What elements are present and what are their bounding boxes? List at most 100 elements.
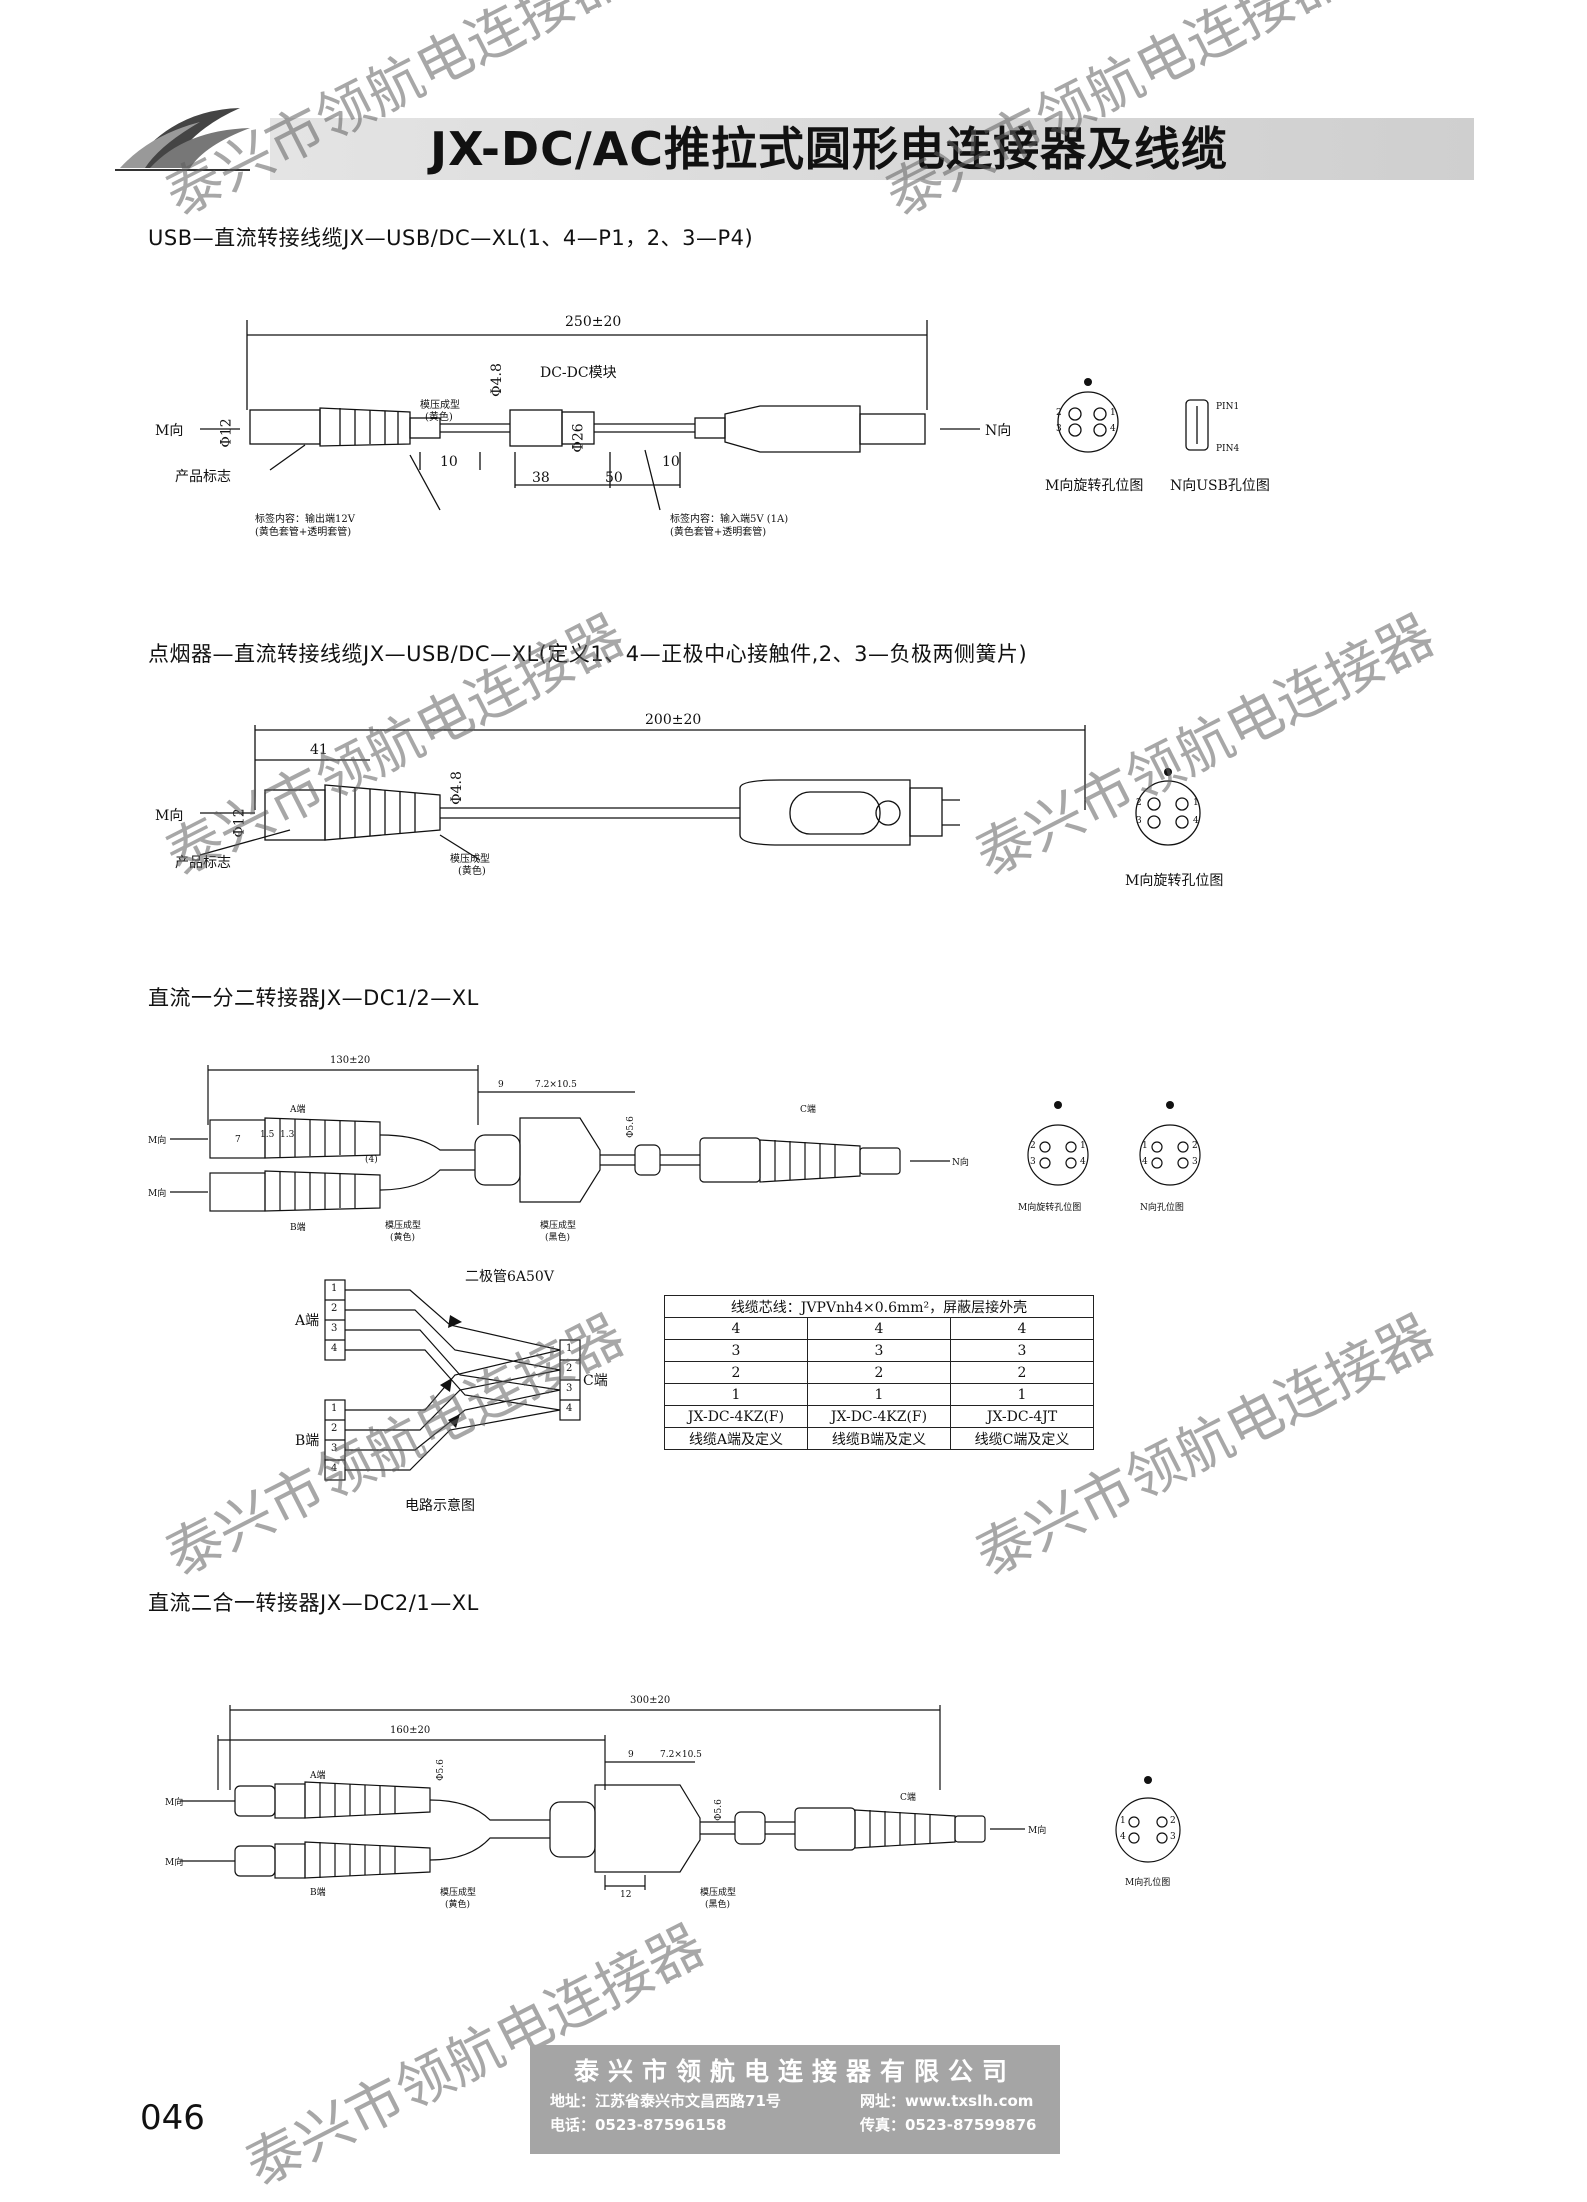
table-cell: 4 (950, 1317, 1094, 1340)
label-overmold-yellow-color: (黄色) (390, 1233, 416, 1243)
table-cell: 2 (807, 1361, 951, 1384)
label-output-content: 标签内容：输出端12V (255, 514, 355, 525)
dim-length: 130±20 (330, 1055, 371, 1066)
label-overmold-black-color: (黑色) (545, 1233, 571, 1243)
table-row: 3 3 3 (664, 1339, 1094, 1362)
label-product-mark: 产品标志 (175, 855, 231, 871)
pin-label: 3 (1030, 1157, 1036, 1167)
table-cell: 线缆C端及定义 (950, 1427, 1094, 1450)
table-cell: 3 (807, 1339, 951, 1362)
dim-length: 300±20 (630, 1695, 671, 1706)
circuit-pin: 1 (331, 1403, 338, 1414)
dim-4: (4) (365, 1155, 378, 1165)
caption-m-rotation: M向旋转孔位图 (1045, 478, 1144, 494)
section-title-merge: 直流二合一转接器JX—DC2/1—XL (148, 1591, 479, 1615)
label-overmold-yellow: 模压成型 (385, 1221, 422, 1231)
footer-website: 网址：www.txslh.com (860, 2092, 1034, 2110)
label-end-c: C端 (800, 1105, 816, 1115)
caption-m-rotation: M向旋转孔位图 (1125, 873, 1224, 889)
dim-length: 200±20 (645, 712, 702, 728)
label-n-direction: N向 (985, 423, 1012, 439)
pin-label: 3 (1170, 1832, 1176, 1842)
label-end-c: C端 (900, 1793, 916, 1803)
dim-length-b: 160±20 (390, 1725, 431, 1736)
label-overmold: 模压成型 (450, 854, 490, 865)
label-end-b: B端 (310, 1888, 326, 1898)
dim-7-2x10-5: 7.2×10.5 (535, 1080, 577, 1090)
dim-cable-dia: Φ4.8 (488, 363, 505, 397)
cigarette-dc-cable-drawing: 200±20 41 Φ4.8 Φ12 M向 产品标志 模压成型 (黄色) M向旋… (140, 700, 1270, 910)
label-overmold-yellow: 模压成型 (440, 1888, 477, 1898)
label-overmold-color: (黄色) (425, 412, 453, 423)
label-pin1: PIN1 (1216, 402, 1240, 412)
footer-fax: 传真：0523-87599876 (860, 2116, 1037, 2134)
table-cell: JX-DC-4KZ(F) (664, 1405, 808, 1428)
label-input-sleeve: (黄色套管+透明套管) (670, 527, 767, 538)
circuit-pin: 1 (331, 1283, 338, 1294)
pin-label: 1 (1193, 798, 1199, 808)
circuit-pin: 3 (331, 1443, 338, 1454)
label-overmold-yellow-color: (黄色) (445, 1900, 471, 1910)
table-cell: 2 (664, 1361, 808, 1384)
circuit-diagram: 二极管6A50V A端 B端 C端 1 2 3 4 1 2 3 4 1 2 3 … (290, 1269, 620, 1520)
dim-41: 41 (310, 742, 328, 758)
label-input-content: 标签内容：输入端5V (1A) (670, 514, 789, 525)
core-definition-table: 线缆芯线：JVPVnh4×0.6mm²，屏蔽层接外壳 4 4 4 3 3 3 2… (664, 1295, 1094, 1450)
table-cell: 3 (664, 1339, 808, 1362)
label-overmold-black: 模压成型 (540, 1221, 577, 1231)
header-bar (270, 118, 1474, 180)
table-header: 线缆芯线：JVPVnh4×0.6mm²，屏蔽层接外壳 (664, 1295, 1094, 1318)
table-cell: 线缆B端及定义 (807, 1427, 951, 1450)
label-m-direction-b: M向 (165, 1858, 184, 1868)
pin-label: 2 (1056, 408, 1062, 418)
circuit-pin: 4 (331, 1463, 338, 1474)
caption-m-rotation: M向旋转孔位图 (1018, 1203, 1082, 1213)
table-row: 1 1 1 (664, 1383, 1094, 1406)
company-logo (110, 100, 260, 180)
dim-50: 50 (605, 470, 623, 486)
footer-phone: 电话：0523-87596158 (550, 2116, 727, 2134)
pin-label: 4 (1110, 424, 1116, 434)
pin-label: 1 (1120, 1816, 1126, 1826)
label-overmold-color: (黄色) (458, 866, 486, 877)
label-m-direction: M向 (155, 808, 184, 824)
label-m-direction-a: M向 (165, 1798, 184, 1808)
dim-7: 7 (235, 1135, 241, 1145)
circuit-end-c: C端 (583, 1373, 608, 1389)
table-header-row: 线缆芯线：JVPVnh4×0.6mm²，屏蔽层接外壳 (664, 1295, 1094, 1318)
dim-module-dia: Φ26 (570, 423, 587, 453)
label-end-b: B端 (290, 1223, 306, 1233)
label-pin4: PIN4 (1216, 444, 1240, 454)
watermark: 泰兴市领航电连接器 (875, 0, 1355, 230)
pin-label: 1 (1142, 1141, 1148, 1151)
caption-n-usb: N向USB孔位图 (1170, 478, 1270, 494)
pin-label: 2 (1136, 798, 1142, 808)
table-cell: 4 (807, 1317, 951, 1340)
dim-dia: Φ5.6 (625, 1116, 636, 1138)
pin-label: 4 (1120, 1832, 1126, 1842)
label-output-sleeve: (黄色套管+透明套管) (255, 527, 352, 538)
label-overmold-black-color: (黑色) (705, 1900, 731, 1910)
label-overmold-black: 模压成型 (700, 1888, 737, 1898)
dim-9: 9 (498, 1080, 504, 1090)
label-overmold: 模压成型 (420, 400, 460, 411)
dim-dia-a: Φ5.6 (435, 1759, 446, 1781)
label-m-direction-b: M向 (148, 1189, 167, 1199)
dim-10b: 10 (662, 454, 680, 470)
table-cell: JX-DC-4JT (950, 1405, 1094, 1428)
caption-m-hole: M向孔位图 (1125, 1878, 1171, 1888)
circuit-pin: 4 (331, 1343, 338, 1354)
label-end-a: A端 (290, 1105, 306, 1115)
label-m-direction-a: M向 (148, 1136, 167, 1146)
dim-plug-dia: Φ12 (218, 418, 235, 448)
section-title-split: 直流一分二转接器JX—DC1/2—XL (148, 986, 479, 1010)
dim-12: 12 (620, 1890, 632, 1900)
table-cell: 4 (664, 1317, 808, 1340)
label-product-mark: 产品标志 (175, 469, 231, 485)
usb-dc-cable-drawing: 250±20 DC-DC模块 Φ4.8 Φ12 Φ26 10 38 50 10 … (140, 314, 1270, 550)
page-number: 046 (140, 2098, 205, 2138)
table-cell: 2 (950, 1361, 1094, 1384)
footer-company: 泰兴市领航电连接器有限公司 (573, 2057, 1016, 2086)
table-row: JX-DC-4KZ(F) JX-DC-4KZ(F) JX-DC-4JT (664, 1405, 1094, 1428)
pin-label: 1 (1080, 1141, 1086, 1151)
